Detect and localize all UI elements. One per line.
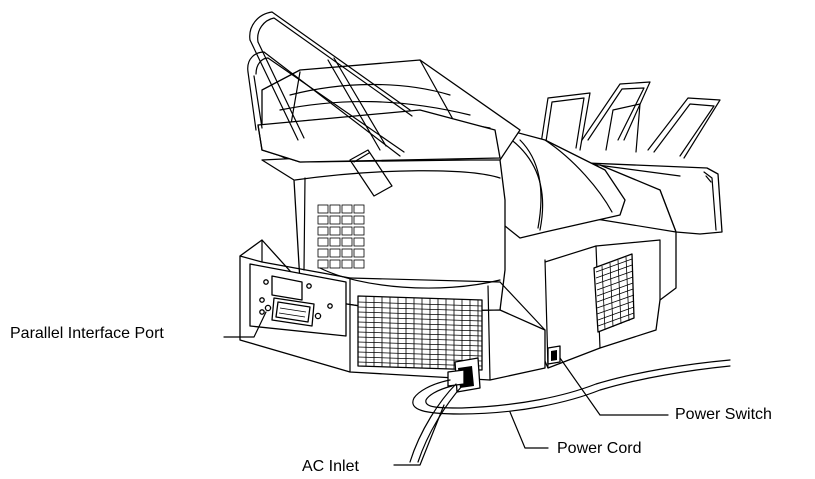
leader-line-parallel-port: [223, 311, 267, 338]
leader-line-power-switch: [559, 357, 669, 416]
rear-vent-grid: [317, 204, 365, 269]
ac-inlet: [447, 357, 481, 393]
leader-line-ac-inlet: [393, 404, 445, 466]
document-wire-support: [247, 11, 413, 157]
ac-inlet-label: AC Inlet: [302, 458, 359, 475]
power-cord-label: Power Cord: [557, 440, 642, 457]
power-switch: [547, 345, 561, 365]
parallel-interface-port-label: Parallel Interface Port: [10, 325, 164, 342]
document-input-tray: [257, 59, 521, 197]
printer-body: [261, 127, 677, 369]
parallel-port-connector: [264, 297, 322, 327]
leader-line-power-cord: [509, 411, 549, 449]
output-tray-wire-extension: [539, 81, 721, 177]
lower-vent-mesh: [357, 295, 483, 371]
power-switch-label: Power Switch: [675, 406, 772, 423]
side-vent-grill: [593, 253, 635, 333]
